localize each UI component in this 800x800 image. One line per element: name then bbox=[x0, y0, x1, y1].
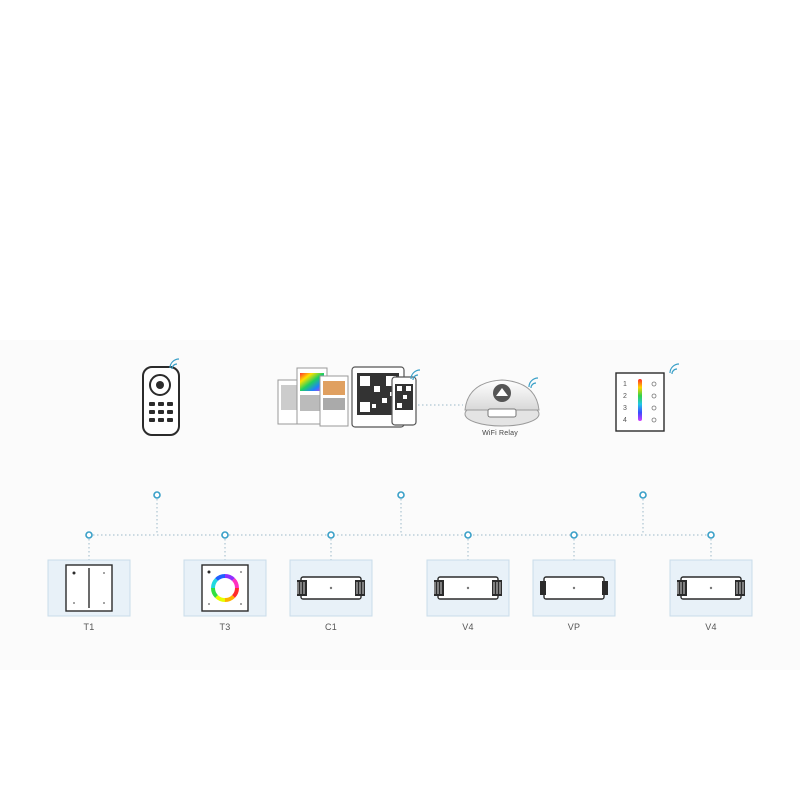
receiver-card-v4 bbox=[669, 559, 753, 617]
color-wheel-panel-icon bbox=[201, 564, 249, 612]
receiver-label: VP bbox=[567, 622, 581, 632]
receiver-card-vp bbox=[532, 559, 616, 617]
hub-node-dot bbox=[153, 491, 161, 499]
receiver-node-dot bbox=[570, 531, 578, 539]
panel-zone-number: 1 bbox=[623, 381, 627, 388]
receiver-label: V4 bbox=[462, 622, 474, 632]
app-screens-icon bbox=[277, 366, 421, 428]
panel-zone-number: 4 bbox=[623, 417, 627, 424]
receiver-node-dot bbox=[85, 531, 93, 539]
receiver-label: T1 bbox=[83, 622, 95, 632]
touch-panel-icon bbox=[615, 363, 680, 432]
controller-icon bbox=[677, 576, 745, 600]
wifi-relay-icon bbox=[464, 377, 540, 427]
receiver-label: V4 bbox=[705, 622, 717, 632]
controller-icon bbox=[297, 576, 365, 600]
hub-node-dot bbox=[639, 491, 647, 499]
receiver-node-dot bbox=[707, 531, 715, 539]
receiver-node-dot bbox=[221, 531, 229, 539]
panel-zone-number: 3 bbox=[623, 405, 627, 412]
wifi-relay-label: WiFi Relay bbox=[482, 430, 518, 437]
receiver-card-t1 bbox=[47, 559, 131, 617]
receiver-card-t3 bbox=[183, 559, 267, 617]
remote-control-icon bbox=[142, 358, 180, 436]
receiver-node-dot bbox=[464, 531, 472, 539]
controller-icon bbox=[434, 576, 502, 600]
receiver-node-dot bbox=[327, 531, 335, 539]
switch-panel-icon bbox=[65, 564, 113, 612]
receiver-card-v4 bbox=[426, 559, 510, 617]
panel-zone-number: 2 bbox=[623, 393, 627, 400]
receiver-label: C1 bbox=[324, 622, 338, 632]
hub-node-dot bbox=[397, 491, 405, 499]
controller-icon bbox=[540, 576, 608, 600]
receiver-card-c1 bbox=[289, 559, 373, 617]
receiver-label: T3 bbox=[219, 622, 231, 632]
